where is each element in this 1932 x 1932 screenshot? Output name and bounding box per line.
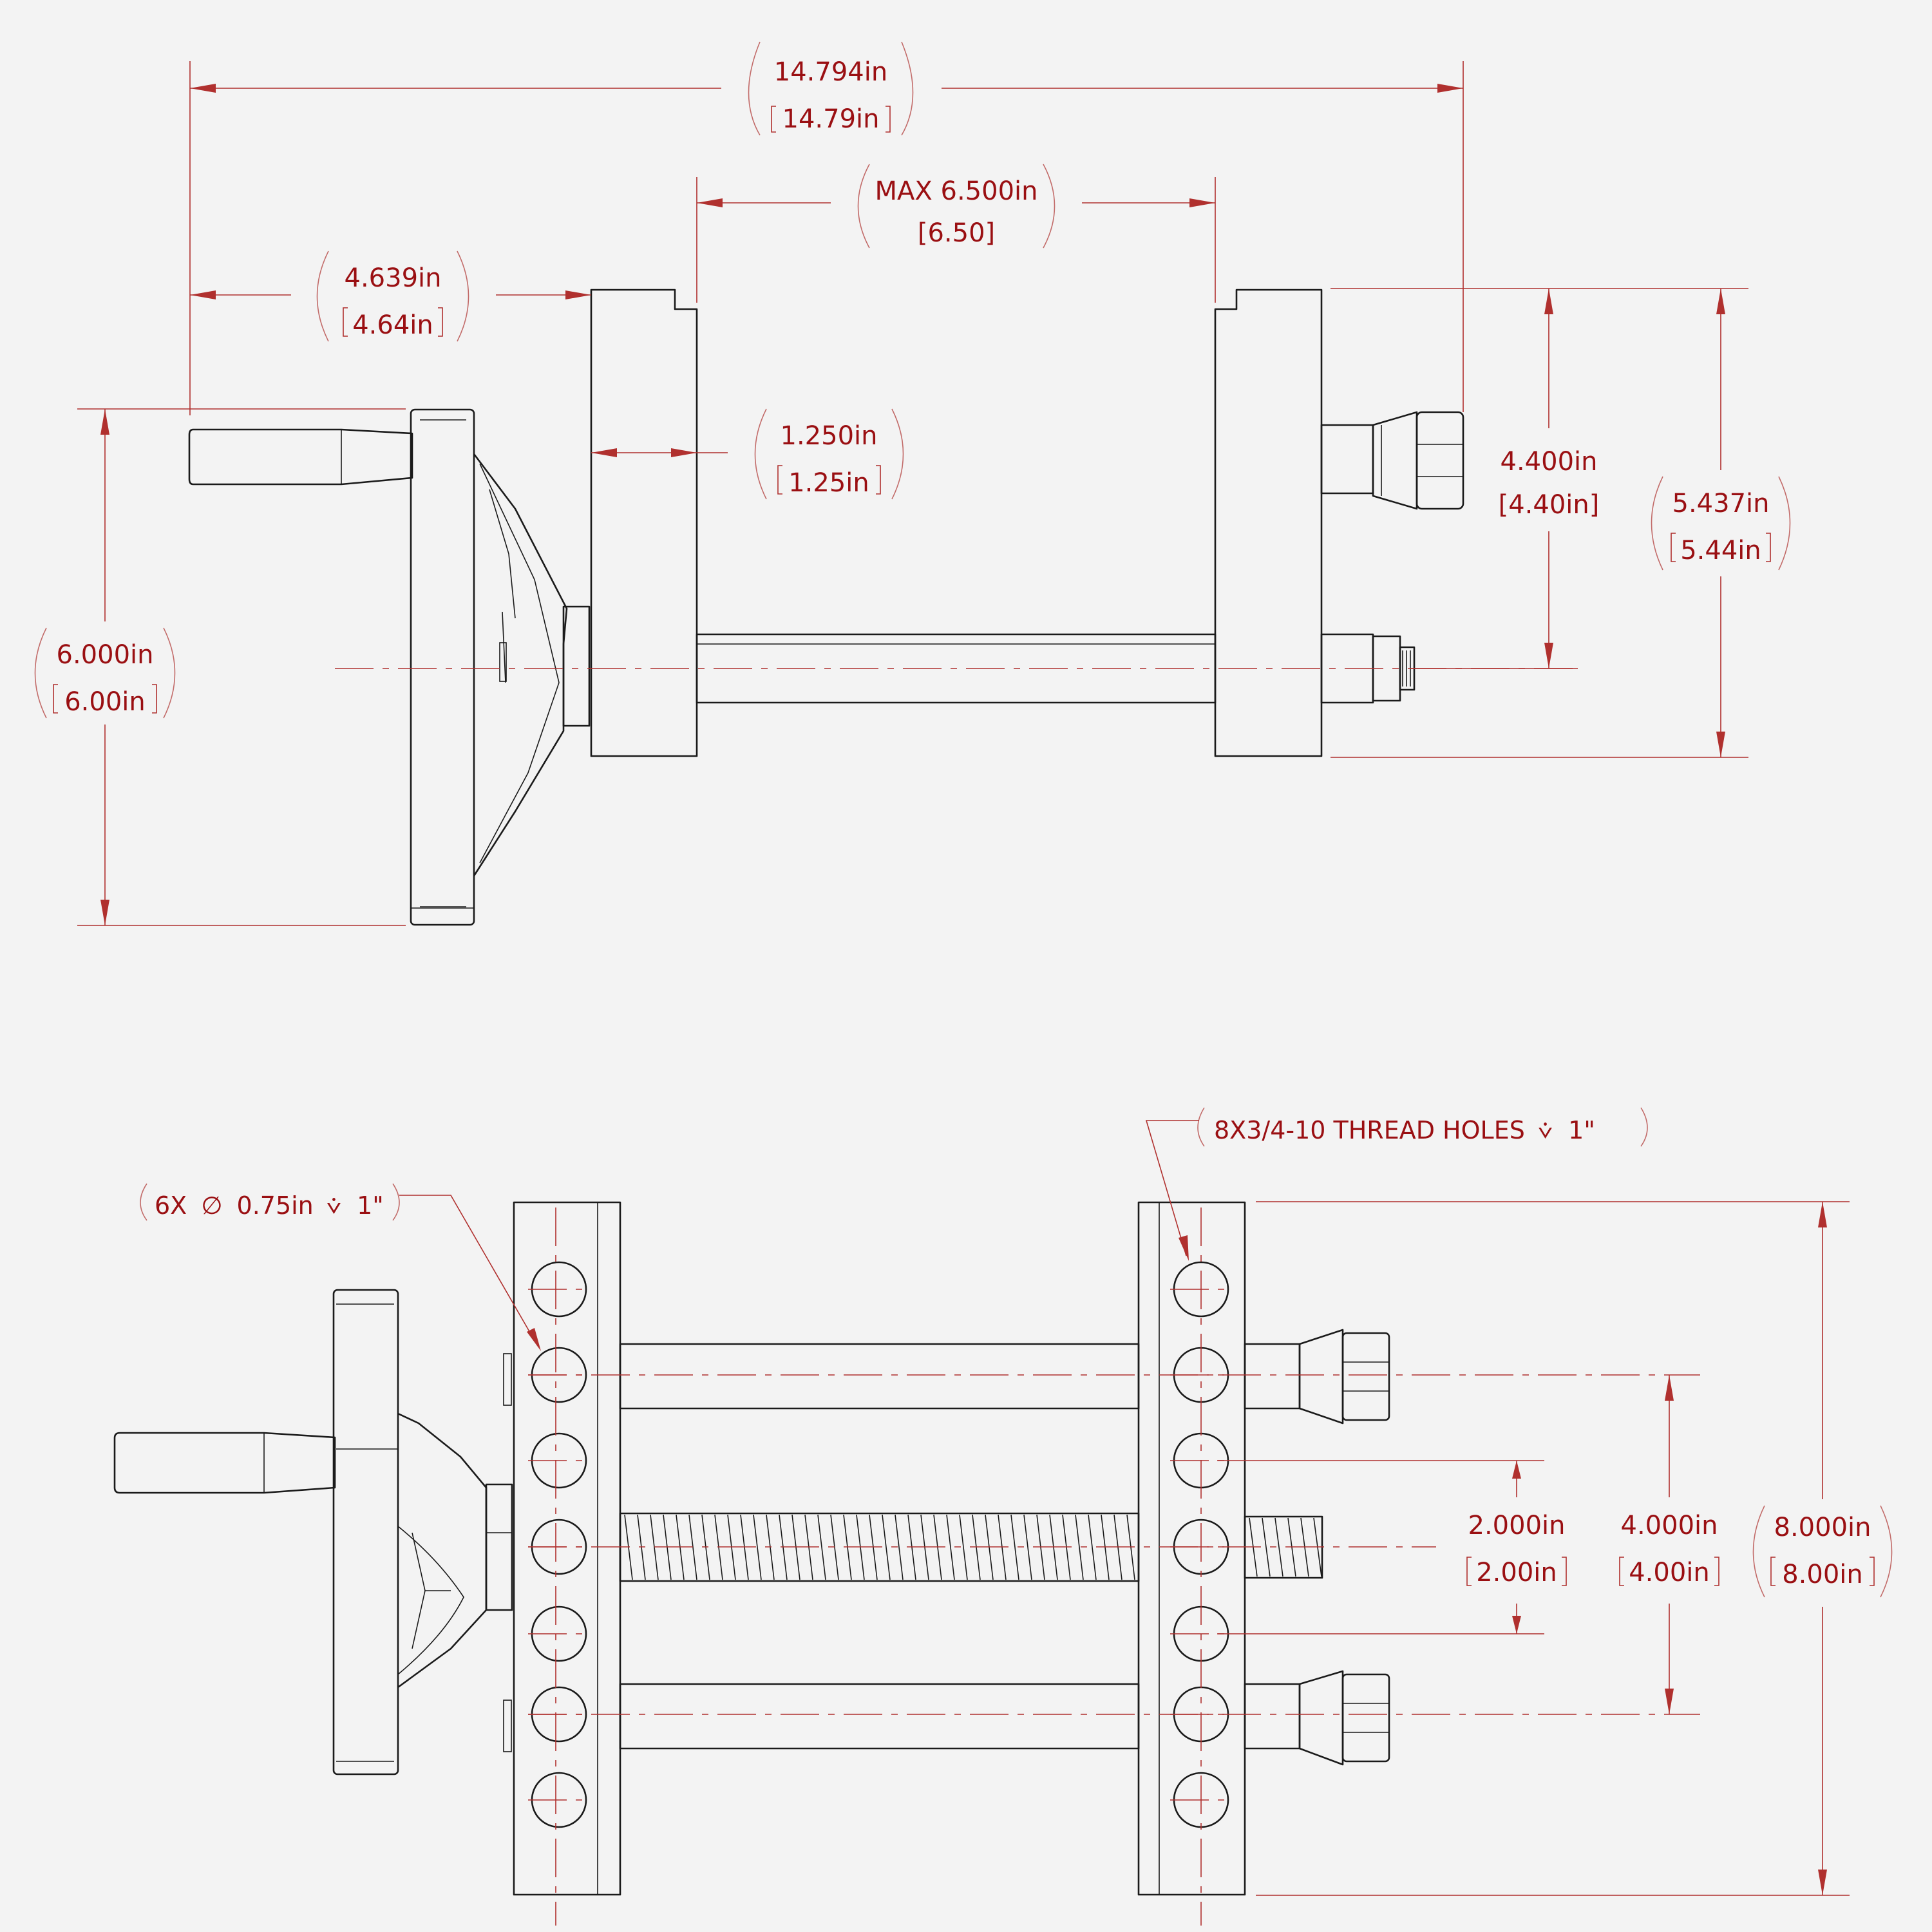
screw-height-alt: [4.40in] — [1499, 490, 1600, 520]
wheel-diameter-primary: 6.000in — [57, 640, 154, 670]
top-hub — [397, 1412, 488, 1689]
top-guide-rod-upper — [619, 1343, 1140, 1410]
threads-callout-depth-symbol: ⩒ — [1538, 1116, 1553, 1144]
jaw-width-alt: 8.00in — [1782, 1560, 1863, 1589]
jaw-height-alt: 5.44in — [1680, 536, 1761, 565]
hole-spacing-alt: 2.00in — [1476, 1558, 1557, 1587]
holes-callout-depth: 1" — [357, 1191, 384, 1220]
overall-length-alt: 14.79in — [782, 104, 880, 134]
svg-text:8X3/4-10 THREAD HOLES ⩒: 8X3/4-10 THREAD HOLES ⩒ 1" — [1214, 1116, 1595, 1144]
side-view — [188, 289, 1575, 926]
hole-spacing-primary: 2.000in — [1468, 1511, 1566, 1540]
side-hex-nut — [1372, 411, 1418, 510]
top-front-jaw — [513, 1201, 621, 1896]
jaw-height-primary: 5.437in — [1672, 489, 1770, 518]
top-view-dimensions: 8.000in 8.00in 4.000in 4.00in 2.000in 2.… — [140, 1107, 1893, 1896]
wheel-diameter-alt: 6.00in — [64, 687, 146, 717]
jaw-thickness-primary: 1.250in — [781, 421, 878, 451]
top-guide-rod-lower — [619, 1683, 1140, 1750]
side-hub — [473, 453, 568, 876]
top-handwheel — [332, 1289, 399, 1776]
holes-callout-size: 0.75in — [237, 1191, 314, 1220]
overall-length-primary: 14.794in — [774, 57, 887, 87]
side-rear-jaw — [1214, 289, 1323, 757]
max-opening-primary: MAX 6.500in — [875, 176, 1038, 206]
side-view-dimensions: 14.794in 14.79in MAX 6.500in [6.50] 4.63… — [34, 41, 1791, 926]
handle-offset-primary: 4.639in — [345, 263, 442, 293]
top-rear-jaw — [1137, 1201, 1246, 1896]
jaw-thickness-alt: 1.25in — [788, 468, 869, 498]
holes-callout-diameter-symbol: ∅ — [201, 1191, 222, 1220]
rod-spacing-alt: 4.00in — [1629, 1558, 1710, 1587]
handle-offset-alt: 4.64in — [352, 310, 433, 340]
front-jaw-dog-holes — [528, 1261, 590, 1828]
top-hex-nut-lower — [1341, 1673, 1390, 1763]
rod-spacing-primary: 4.000in — [1621, 1511, 1718, 1540]
top-handle — [113, 1432, 336, 1494]
top-view — [113, 1201, 1700, 1926]
jaw-width-primary: 8.000in — [1774, 1513, 1871, 1542]
threads-callout-label: 8X3/4-10 THREAD HOLES — [1214, 1116, 1525, 1144]
holes-callout-depth-symbol: ⩒ — [327, 1191, 341, 1220]
side-handle — [188, 428, 413, 486]
threads-callout-depth: 1" — [1568, 1116, 1595, 1144]
side-front-jaw — [590, 289, 698, 757]
top-hex-nut-upper — [1341, 1332, 1390, 1421]
svg-text:6X ∅ 0.75in: 6X ∅ 0.75in ⩒ 1" — [155, 1191, 384, 1220]
screw-height-primary: 4.400in — [1501, 447, 1598, 477]
holes-callout-count: 6X — [155, 1191, 187, 1220]
max-opening-alt: [6.50] — [918, 218, 995, 248]
side-handwheel — [410, 408, 475, 926]
